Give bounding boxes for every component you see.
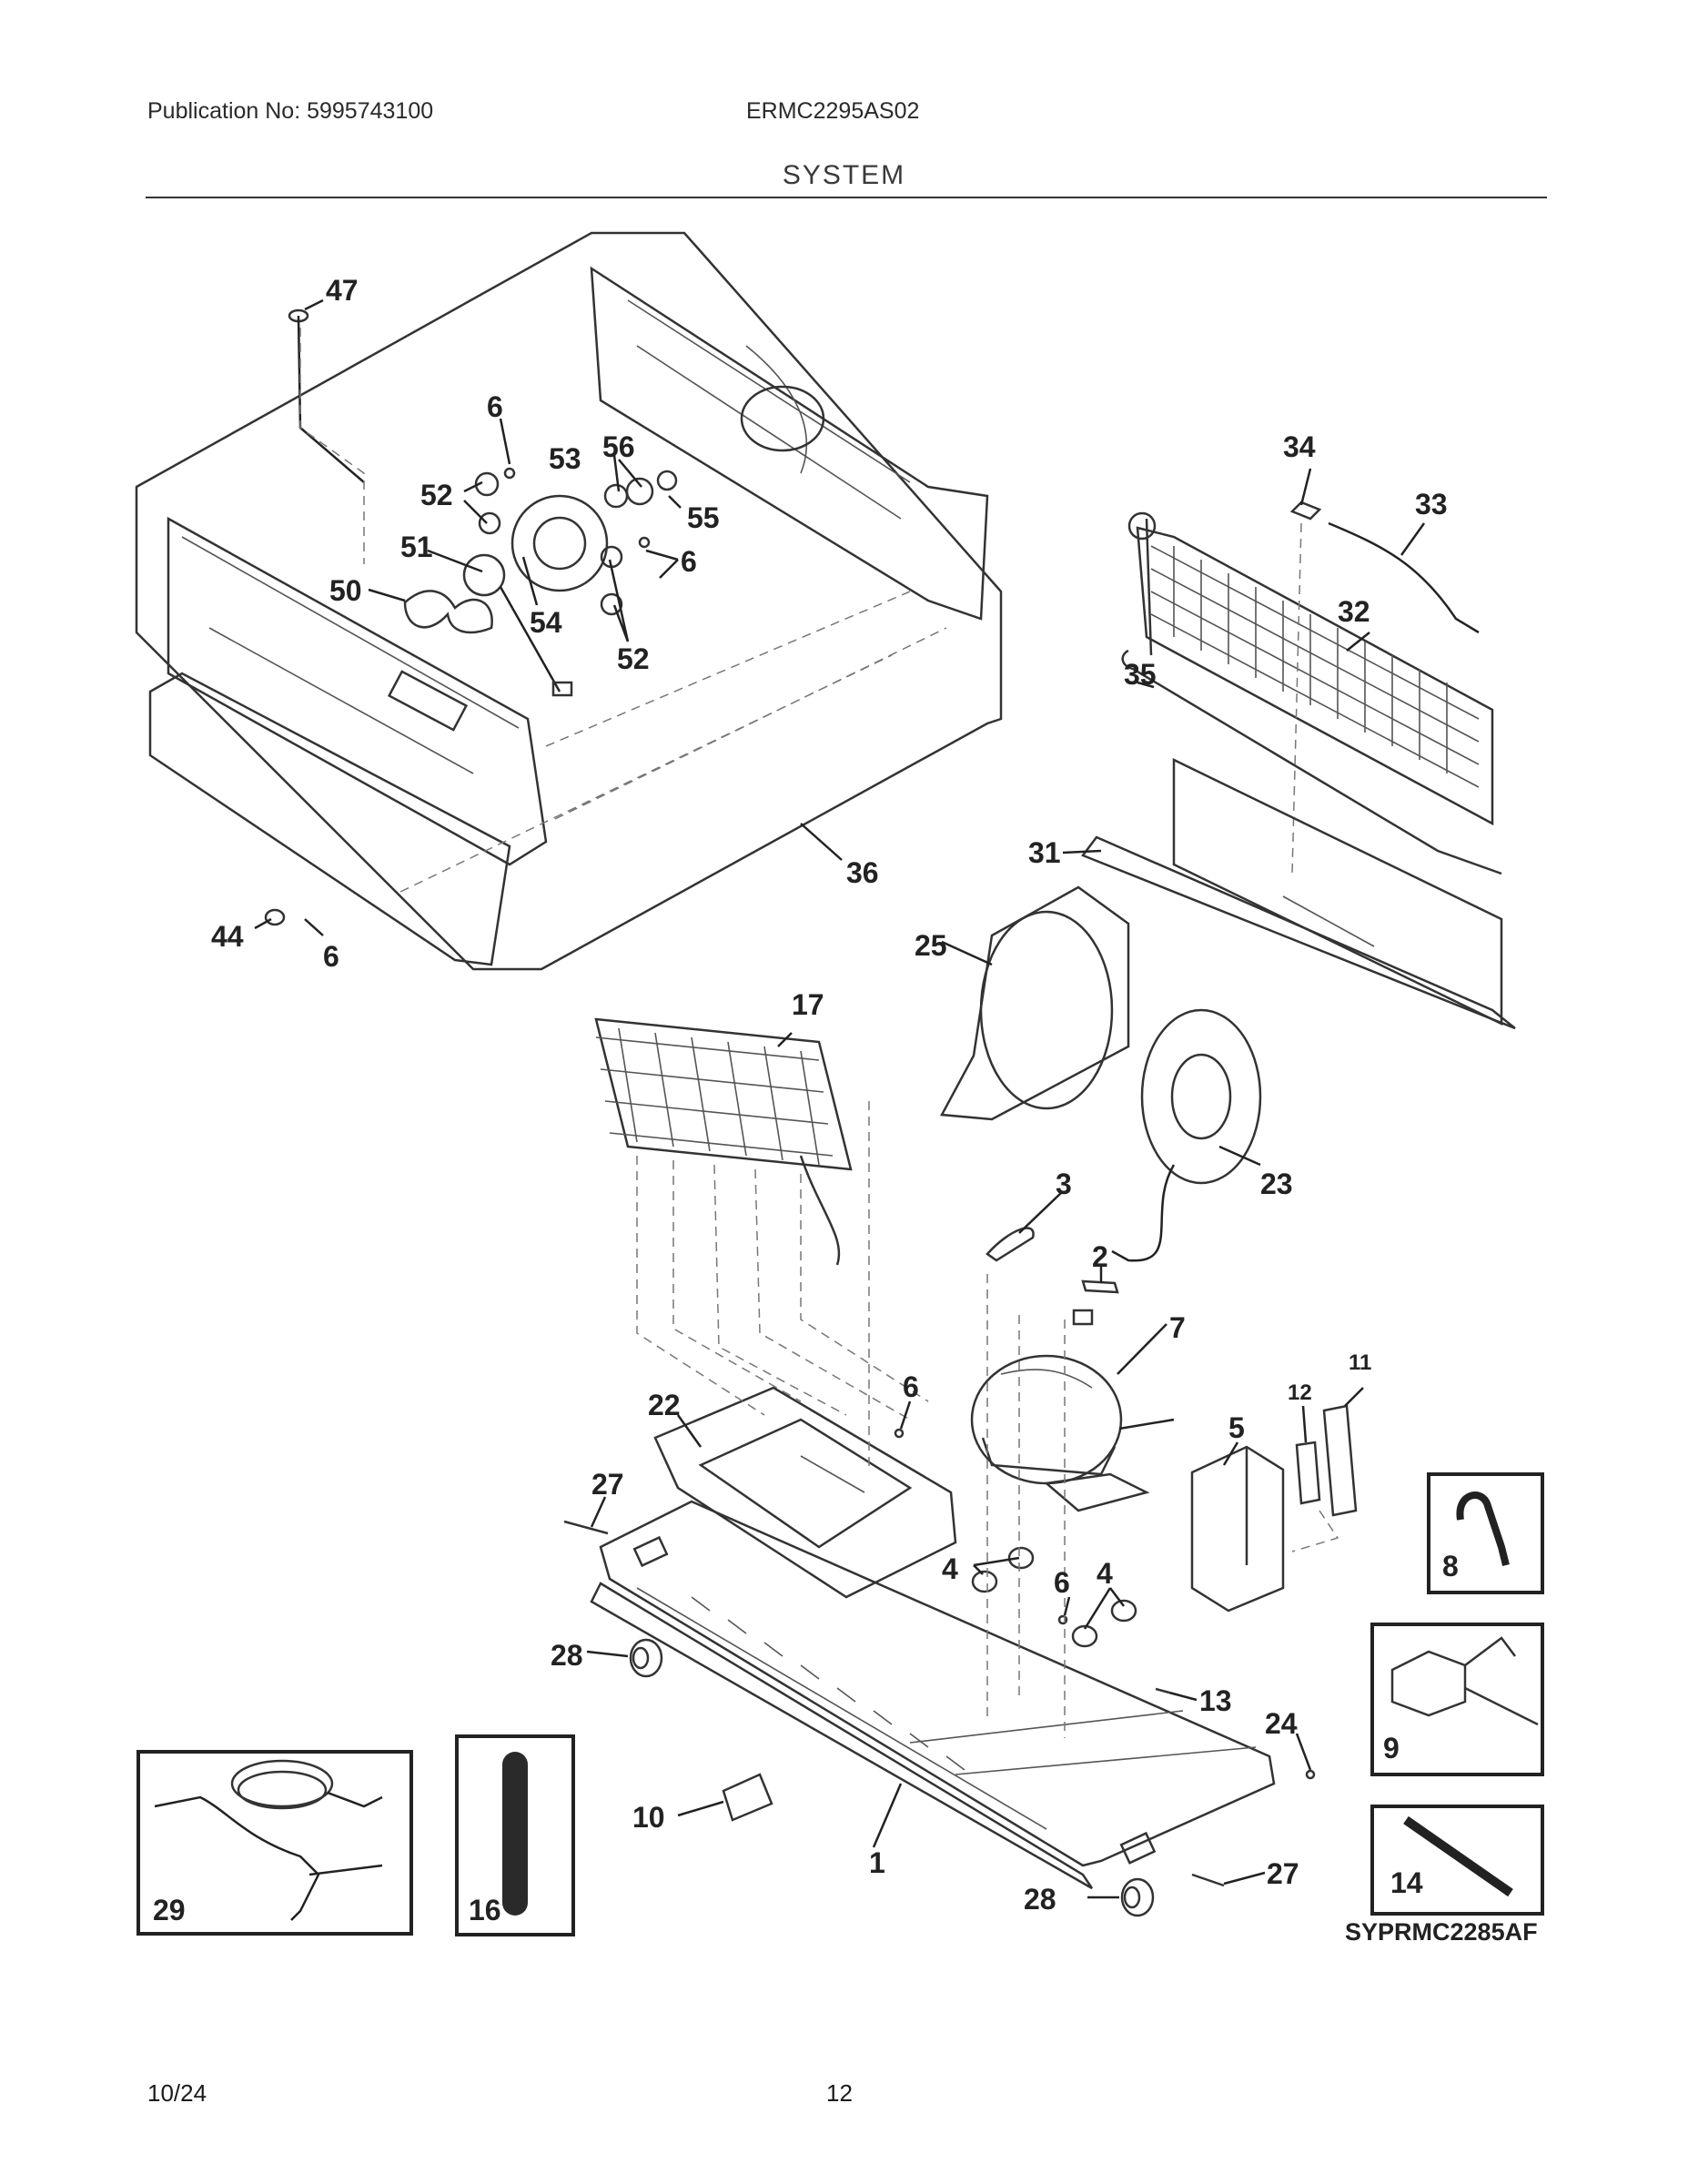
callout-56[interactable]: 56 bbox=[602, 430, 635, 463]
callout-14[interactable]: 14 bbox=[1390, 1866, 1423, 1899]
evaporator-cover-assembly[interactable] bbox=[135, 231, 1003, 971]
drain-trough[interactable] bbox=[1081, 758, 1516, 1030]
callout-25[interactable]: 25 bbox=[915, 929, 947, 962]
callout-1[interactable]: 1 bbox=[869, 1846, 885, 1879]
callout-34[interactable]: 34 bbox=[1283, 430, 1316, 463]
rear-panel bbox=[590, 266, 989, 621]
front-panel bbox=[167, 516, 548, 866]
screw-27-right bbox=[1191, 1873, 1225, 1887]
inset-9-valve[interactable] bbox=[1370, 1623, 1544, 1776]
callout-23[interactable]: 23 bbox=[1260, 1168, 1293, 1200]
callout-35[interactable]: 35 bbox=[1124, 658, 1157, 691]
section-title: SYSTEM bbox=[782, 160, 906, 190]
callout-29[interactable]: 29 bbox=[153, 1894, 186, 1926]
clip-3 bbox=[986, 1227, 1035, 1262]
callout-55[interactable]: 55 bbox=[687, 501, 720, 534]
cover-11 bbox=[1322, 1404, 1358, 1517]
defrost-thermostat bbox=[1289, 500, 1322, 521]
callout-10[interactable]: 10 bbox=[632, 1801, 665, 1834]
publication-number: Publication No: 5995743100 bbox=[147, 98, 434, 124]
compressor-grommets[interactable] bbox=[971, 1546, 1137, 1648]
callout-33[interactable]: 33 bbox=[1415, 488, 1448, 521]
model-number: ERMC2295AS02 bbox=[746, 98, 920, 124]
callout-6[interactable]: 6 bbox=[903, 1370, 919, 1403]
callout-11[interactable]: 11 bbox=[1349, 1350, 1371, 1375]
callout-5[interactable]: 5 bbox=[1228, 1411, 1245, 1444]
callout-27[interactable]: 27 bbox=[591, 1468, 624, 1501]
inset-16-tube[interactable] bbox=[455, 1734, 575, 1936]
wire-harness-33 bbox=[1328, 521, 1480, 634]
base-plate[interactable] bbox=[590, 1500, 1276, 1890]
compressor-control[interactable] bbox=[1190, 1445, 1285, 1613]
callout-7[interactable]: 7 bbox=[1169, 1311, 1186, 1344]
fan-motor bbox=[462, 553, 506, 597]
callout-52[interactable]: 52 bbox=[420, 479, 453, 511]
callout-47[interactable]: 47 bbox=[326, 274, 359, 307]
page-number: 12 bbox=[826, 2079, 853, 2107]
clip-2 bbox=[1081, 1279, 1119, 1294]
evaporator[interactable] bbox=[1127, 511, 1494, 826]
compressor[interactable] bbox=[970, 1354, 1175, 1512]
inset-14-tube[interactable] bbox=[1370, 1805, 1544, 1916]
callout-3[interactable]: 3 bbox=[1056, 1168, 1072, 1200]
callout-13[interactable]: 13 bbox=[1199, 1684, 1232, 1717]
callout-4[interactable]: 4 bbox=[942, 1552, 958, 1585]
roller-rear[interactable] bbox=[1120, 1877, 1155, 1917]
callout-4[interactable]: 4 bbox=[1097, 1557, 1113, 1590]
callout-6[interactable]: 6 bbox=[1054, 1566, 1070, 1599]
callout-6[interactable]: 6 bbox=[487, 390, 503, 423]
plug-44 bbox=[264, 908, 286, 926]
front-tray bbox=[148, 672, 511, 966]
inset-8-tube[interactable] bbox=[1427, 1472, 1544, 1594]
callout-31[interactable]: 31 bbox=[1028, 836, 1061, 869]
fan-blade bbox=[403, 590, 493, 634]
callout-2[interactable]: 2 bbox=[1092, 1240, 1108, 1273]
callout-28[interactable]: 28 bbox=[1024, 1883, 1056, 1916]
bracket-10 bbox=[722, 1773, 773, 1822]
defrost-heater bbox=[1121, 649, 1502, 875]
screw-27-left bbox=[563, 1520, 609, 1535]
roller-front[interactable] bbox=[629, 1638, 663, 1678]
callout-22[interactable]: 22 bbox=[648, 1389, 681, 1421]
callout-9[interactable]: 9 bbox=[1383, 1732, 1400, 1764]
relay-12 bbox=[1295, 1441, 1321, 1505]
callout-54[interactable]: 54 bbox=[530, 606, 562, 639]
callout-6[interactable]: 6 bbox=[681, 545, 697, 578]
footer-date: 10/24 bbox=[147, 2079, 207, 2107]
callout-17[interactable]: 17 bbox=[792, 988, 824, 1021]
condenser-fan-motor[interactable] bbox=[1111, 1008, 1262, 1262]
callout-12[interactable]: 12 bbox=[1288, 1380, 1312, 1405]
header-rule bbox=[146, 197, 1547, 198]
callout-32[interactable]: 32 bbox=[1338, 595, 1370, 628]
drawing-code: SYPRMC2285AF bbox=[1345, 1918, 1538, 1946]
callout-50[interactable]: 50 bbox=[329, 574, 362, 607]
fan-shroud[interactable] bbox=[940, 885, 1130, 1121]
callout-6[interactable]: 6 bbox=[323, 940, 339, 973]
callout-28[interactable]: 28 bbox=[551, 1639, 583, 1672]
callout-24[interactable]: 24 bbox=[1265, 1707, 1298, 1740]
fan-motor-bracket bbox=[510, 494, 609, 592]
callout-8[interactable]: 8 bbox=[1442, 1550, 1459, 1582]
callout-16[interactable]: 16 bbox=[469, 1894, 501, 1926]
assembly-36-frame bbox=[135, 231, 1003, 971]
callout-44[interactable]: 44 bbox=[211, 920, 244, 953]
drain-pan[interactable] bbox=[653, 1386, 957, 1599]
callout-51[interactable]: 51 bbox=[400, 531, 433, 563]
condenser-coil[interactable] bbox=[594, 1017, 853, 1266]
callout-52[interactable]: 52 bbox=[617, 642, 650, 675]
callout-53[interactable]: 53 bbox=[549, 442, 581, 475]
inset-29-power-cord[interactable] bbox=[136, 1750, 413, 1936]
callout-36[interactable]: 36 bbox=[846, 856, 879, 889]
callout-27[interactable]: 27 bbox=[1267, 1857, 1299, 1890]
